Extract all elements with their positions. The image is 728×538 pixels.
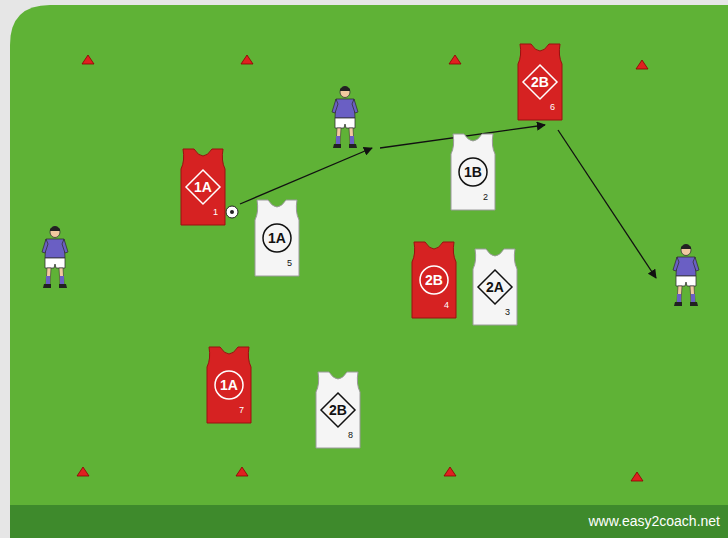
white-bib: 2B 8 xyxy=(312,370,364,450)
player-number: 5 xyxy=(287,258,292,268)
player-number: 1 xyxy=(213,207,218,217)
player-number: 4 xyxy=(444,300,449,310)
team-symbol: 2A xyxy=(469,278,521,296)
player-number: 6 xyxy=(550,102,555,112)
team-symbol: 1B xyxy=(447,163,499,181)
red-bib: 2B 4 xyxy=(408,240,460,320)
team-symbol: 1A xyxy=(203,376,255,394)
white-bib: 1B 2 xyxy=(447,132,499,212)
team-symbol: 1A xyxy=(251,229,303,247)
team-symbol: 1A xyxy=(177,178,229,196)
red-bib: 2B 6 xyxy=(514,42,566,122)
player-number: 7 xyxy=(239,405,244,415)
white-bib: 2A 3 xyxy=(469,247,521,327)
white-bib: 1A 5 xyxy=(251,198,303,278)
player-number: 2 xyxy=(483,192,488,202)
team-symbol: 2B xyxy=(408,271,460,289)
watermark: www.easy2coach.net xyxy=(588,513,720,529)
team-symbol: 2B xyxy=(514,73,566,91)
team-symbol: 2B xyxy=(312,401,364,419)
red-bib: 1A 1 xyxy=(177,147,229,227)
player-number: 8 xyxy=(348,430,353,440)
red-bib: 1A 7 xyxy=(203,345,255,425)
player-number: 3 xyxy=(505,307,510,317)
